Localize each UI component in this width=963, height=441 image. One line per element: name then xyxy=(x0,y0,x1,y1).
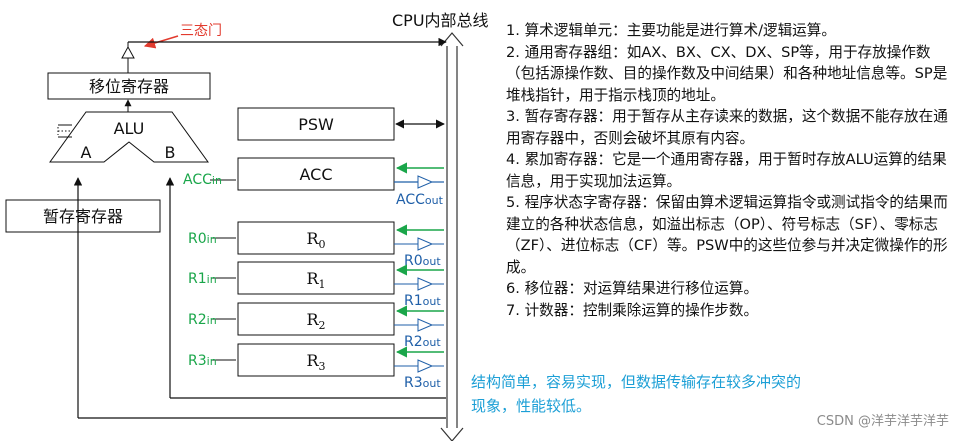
tristate-label: 三态门 xyxy=(180,23,222,39)
note-item: 4. 累加寄存器：它是一个通用寄存器，用于暂时存放ALU运算的结果信息，用于实现… xyxy=(506,151,947,190)
explanation-notes: 1. 算术逻辑单元：主要功能是进行算术/逻辑运算。 2. 通用寄存器组：如AX、B… xyxy=(506,20,958,321)
acc-register: ACC ACCin ACCout xyxy=(183,157,444,208)
cpu-internal-bus xyxy=(440,32,464,441)
in-signal-label: R2in xyxy=(188,312,217,328)
in-signal-label: R3in xyxy=(188,353,217,369)
note-item: 2. 通用寄存器组：如AX、BX、CX、DX、SP等，用于存放操作数（包括源操作… xyxy=(506,43,948,104)
note-item: 3. 暂存寄存器：用于暂存从主存读来的数据，这个数据不能存放在通用寄存器中，否则… xyxy=(506,108,948,147)
tristate-gate-icon xyxy=(121,37,447,73)
general-registers: R0R0inR0outR1R1inR1outR2R2inR2outR3R3inR… xyxy=(188,221,444,391)
register-box xyxy=(237,343,395,377)
tristate-pointer-arrow xyxy=(143,35,179,49)
note-item: 1. 算术逻辑单元：主要功能是进行算术/逻辑运算。 xyxy=(506,22,836,39)
out-tristate-icon xyxy=(417,277,434,291)
register-label: R1 xyxy=(306,269,325,291)
acc-out-signal: ACCout xyxy=(396,192,444,208)
in-signal-label: R0in xyxy=(188,231,217,247)
alu-label: ALU xyxy=(114,119,145,138)
watermark: CSDN @洋芋洋芋洋芋 xyxy=(816,414,949,429)
psw-register: PSW xyxy=(237,107,445,141)
out-signal-label: R3out xyxy=(404,375,441,391)
conclusion-note: 结构简单，容易实现，但数据传输存在较多冲突的现象，性能较低。 xyxy=(471,373,802,415)
note-item: 6. 移位器：对运算结果进行移位运算。 xyxy=(506,280,759,297)
out-signal-label: R2out xyxy=(404,334,441,350)
note-item: 5. 程序状态字寄存器：保留由算术逻辑运算指令或测试指令的结果而建立的各种状态信… xyxy=(506,194,948,276)
register-box xyxy=(237,221,395,255)
alu-input-paths xyxy=(73,177,446,419)
acc-label: ACC xyxy=(299,165,332,184)
temp-register-label: 暂存寄存器 xyxy=(43,207,123,226)
out-tristate-icon xyxy=(417,359,434,373)
register-box xyxy=(237,302,395,336)
register-label: R0 xyxy=(306,229,325,251)
register-label: R2 xyxy=(306,310,325,332)
shift-register: 移位寄存器 xyxy=(47,72,211,100)
alu-input-a-label: A xyxy=(81,143,92,162)
bus-title: CPU内部总线 xyxy=(392,11,489,30)
shift-register-label: 移位寄存器 xyxy=(89,77,169,96)
register-label: R3 xyxy=(306,351,325,373)
note-item: 7. 计数器：控制乘除运算的操作步数。 xyxy=(506,301,759,319)
in-signal-label: R1in xyxy=(188,271,217,287)
alu-input-b-label: B xyxy=(165,143,176,162)
temp-register: 暂存寄存器 xyxy=(5,199,161,233)
register-box xyxy=(237,261,395,295)
out-tristate-icon xyxy=(417,318,434,332)
psw-label: PSW xyxy=(298,115,334,134)
acc-in-signal: ACCin xyxy=(183,172,222,188)
out-tristate-icon xyxy=(417,237,434,251)
out-signal-label: R0out xyxy=(404,253,441,269)
control-signal-lines-icon xyxy=(57,124,72,138)
out-signal-label: R1out xyxy=(404,293,441,309)
alu: ALU A B xyxy=(49,111,209,163)
